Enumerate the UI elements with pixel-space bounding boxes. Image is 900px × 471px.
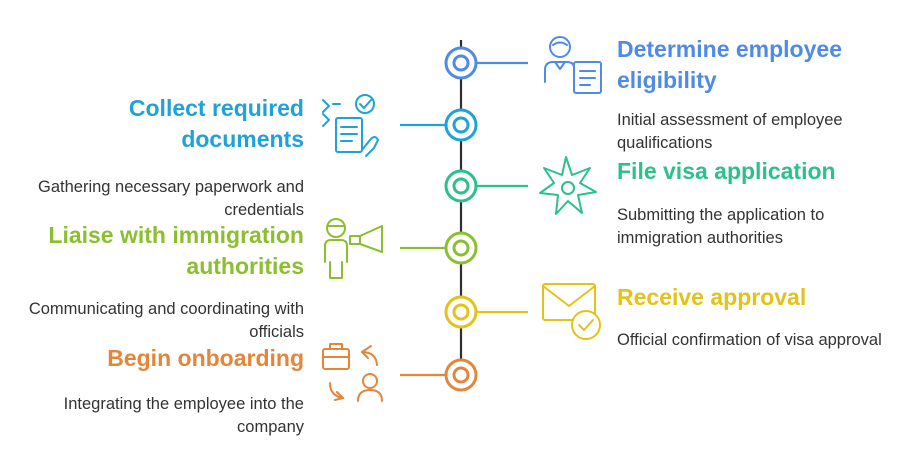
node-1: [444, 46, 478, 80]
node-4: [444, 231, 478, 265]
node-5: [444, 295, 478, 329]
person-document-icon: [544, 36, 602, 94]
step-3-description: Submitting the application to immigratio…: [617, 206, 825, 247]
briefcase-person-icon: [322, 343, 383, 402]
node-3: [444, 169, 478, 203]
step-1-description: Initial assessment of employee qualifica…: [617, 111, 843, 152]
step-1-title: Determine employee eligibility: [617, 36, 842, 93]
step-2-title: Collect required documents: [128, 95, 304, 152]
checklist-hand-icon: [322, 94, 379, 157]
step-4-description: Communicating and coordinating with offi…: [28, 300, 304, 341]
star-compass-icon: [539, 156, 597, 215]
step-5-description: Official confirmation of visa approval: [617, 331, 882, 349]
step-6-title: Begin onboarding: [107, 345, 304, 371]
envelope-check-icon: [542, 283, 601, 340]
step-2-description: Gathering necessary paperwork and creden…: [38, 178, 304, 219]
step-4-title: Liaise with immigration authorities: [48, 222, 304, 279]
step-3-title: File visa application: [617, 158, 836, 184]
step-6-description: Integrating the employee into the compan…: [63, 395, 304, 436]
step-5-title: Receive approval: [617, 284, 807, 310]
node-6: [444, 358, 478, 392]
megaphone-person-icon: [324, 218, 383, 279]
node-2: [444, 108, 478, 142]
